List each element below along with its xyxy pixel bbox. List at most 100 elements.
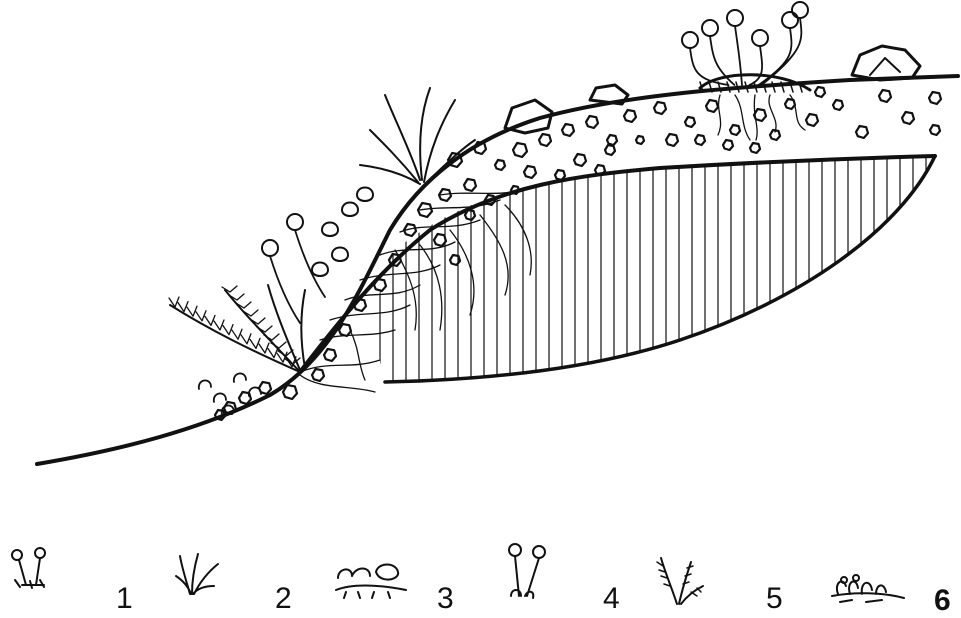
composite-flower-head <box>262 240 278 256</box>
flower-stem <box>690 48 729 85</box>
pebble <box>434 234 446 246</box>
legend-label-3: 3 <box>437 582 454 615</box>
pebble <box>374 279 386 291</box>
pebble <box>706 100 718 112</box>
pebble <box>879 90 891 102</box>
pebble <box>666 134 678 146</box>
legend-item-3: 3 <box>336 565 454 616</box>
fern-leaflet <box>214 320 224 330</box>
fern-leaflet <box>205 315 215 325</box>
fern-leaflet <box>250 318 265 324</box>
legend-label-4: 4 <box>603 582 620 615</box>
root-line <box>718 95 721 135</box>
low-flower-clump-icon <box>336 565 406 599</box>
pebble <box>562 124 574 136</box>
creeping-leaf <box>234 373 246 382</box>
root-line <box>769 95 776 132</box>
pebble <box>902 112 914 124</box>
cushion-flower-head <box>782 12 798 28</box>
fern-shrub-icon <box>657 558 703 604</box>
pebble <box>723 140 733 150</box>
fern-leaflet <box>196 311 206 321</box>
pebble <box>636 136 644 144</box>
pebble <box>624 110 636 122</box>
root-line <box>420 245 442 330</box>
fern-leaflet <box>243 310 258 316</box>
legend-item-2: 2 <box>176 554 292 615</box>
pebble <box>930 125 940 135</box>
fern-frond <box>301 290 305 368</box>
flower-stem <box>270 256 300 323</box>
rock <box>590 85 628 104</box>
legend-item-6: 6 <box>832 575 951 617</box>
fern-leaflet <box>250 338 260 348</box>
root-line <box>505 205 531 275</box>
low-flower <box>322 223 338 237</box>
pebble <box>595 165 605 175</box>
grass-tuft-icon <box>176 554 218 594</box>
cushion-flower-icon <box>12 548 45 588</box>
pebble <box>654 102 666 114</box>
pebble <box>513 143 527 157</box>
composite-flower-head <box>287 214 303 230</box>
pebble <box>607 135 617 145</box>
pebble <box>685 117 695 127</box>
cushion-flower-head <box>752 30 768 46</box>
pebble <box>833 100 843 110</box>
slope-vegetation <box>169 2 810 414</box>
low-flower <box>312 263 328 277</box>
grass-blade <box>385 95 420 180</box>
fern-frond <box>170 305 300 372</box>
pebble <box>464 179 476 191</box>
creeping-mat-icon <box>832 575 904 602</box>
pebble <box>605 145 615 155</box>
legend-label-2: 2 <box>275 582 292 615</box>
pebble <box>574 154 586 166</box>
pebble <box>750 143 760 153</box>
pebble <box>283 385 297 399</box>
pebble <box>586 116 598 128</box>
low-flower <box>357 188 373 202</box>
bedrock-top-line <box>300 156 935 372</box>
low-flower <box>332 248 348 262</box>
pebble <box>555 170 565 180</box>
rock <box>852 46 920 80</box>
low-flower <box>342 203 358 217</box>
fern-leaflet <box>268 348 278 358</box>
creeping-leaf <box>214 393 226 402</box>
cushion-flower-head <box>702 20 718 36</box>
fern-leaflet <box>241 334 251 344</box>
pebble <box>730 125 740 135</box>
legend-item-1: 1 <box>12 548 133 615</box>
legend-label-5: 5 <box>766 582 783 615</box>
pebble <box>539 134 551 146</box>
bedrock-hatching <box>380 150 926 390</box>
pebble <box>465 210 475 220</box>
creeping-leaf <box>199 380 211 389</box>
fern-leaflet <box>232 329 242 339</box>
fern-leaflet <box>187 306 197 316</box>
pebble <box>806 114 818 126</box>
legend-item-4: 4 <box>509 544 620 615</box>
soil-pebbles <box>215 87 941 420</box>
pebble <box>695 135 705 145</box>
legend-label-1: 1 <box>116 582 133 615</box>
composite-flower-icon <box>509 544 545 598</box>
legend: 1 2 3 4 <box>12 544 951 617</box>
pebble <box>339 324 351 336</box>
legend-label-6: 6 <box>934 584 951 617</box>
grass-blade <box>420 88 430 180</box>
pebble <box>856 126 868 138</box>
pebble <box>815 87 825 97</box>
flower-stem <box>750 46 763 85</box>
cushion-flower-head <box>682 32 698 48</box>
root-line <box>350 330 365 380</box>
pebble <box>312 369 324 381</box>
fern-leaflet <box>223 325 233 335</box>
fern-leaflet <box>222 286 237 292</box>
fern-leaflet <box>259 343 269 353</box>
fern-leaflet <box>257 326 272 332</box>
pebble <box>495 160 505 170</box>
cushion-flower-head <box>792 2 808 18</box>
